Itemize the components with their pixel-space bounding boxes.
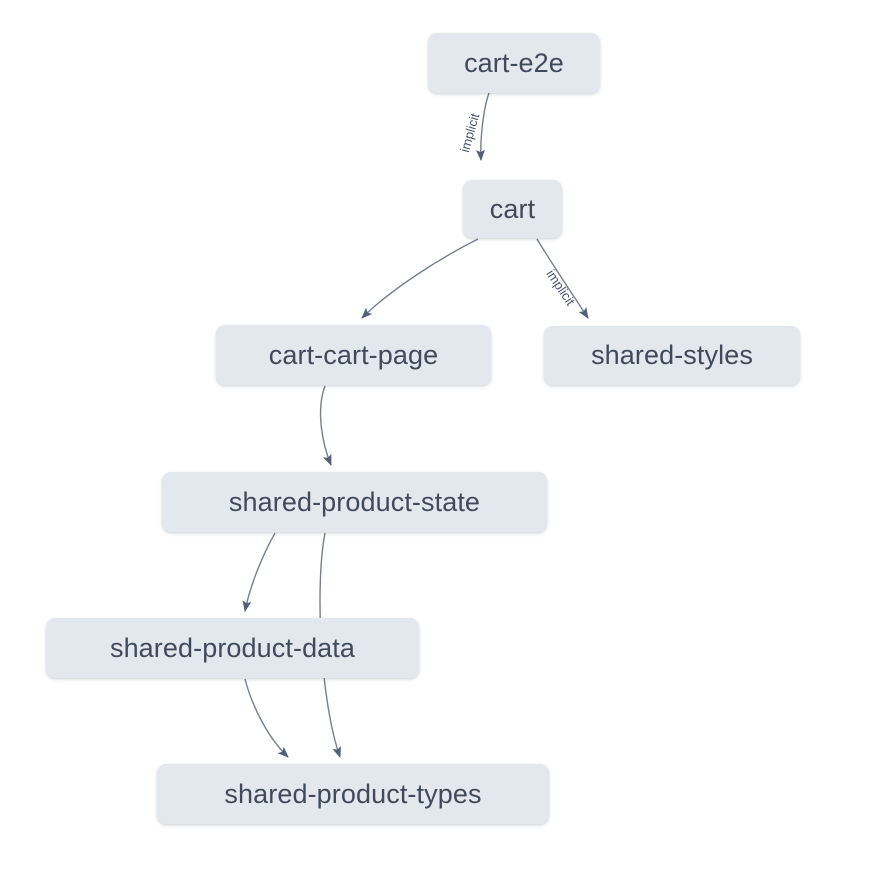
graph-edge-cart-cart-page-to-shared-product-state	[319, 385, 332, 467]
graph-node-cart-e2e[interactable]: cart-e2e	[428, 33, 600, 93]
graph-node-shared-product-data[interactable]: shared-product-data	[46, 618, 419, 678]
graph-edge-label: implicit	[457, 111, 482, 154]
graph-edge-label: implicit	[543, 267, 578, 309]
graph-node-label: shared-product-state	[228, 486, 481, 517]
graph-node-label: shared-styles	[591, 340, 753, 370]
graph-node-shared-product-types[interactable]: shared-product-types	[157, 764, 549, 824]
graph-node-label: cart-cart-page	[268, 339, 439, 370]
graph-node-shared-product-state[interactable]: shared-product-state	[162, 472, 547, 532]
graph-node-label: shared-product-data	[109, 632, 356, 663]
graph-node-cart[interactable]: cart	[463, 180, 562, 238]
graph-node-label: shared-product-types	[224, 778, 482, 809]
graph-edge-cart-to-cart-cart-page	[361, 238, 479, 319]
graph-node-label: cart	[489, 193, 536, 224]
graph-edge-cart-to-shared-styles	[536, 238, 589, 319]
graph-node-shared-styles[interactable]: shared-styles	[544, 326, 800, 385]
graph-node-cart-cart-page[interactable]: cart-cart-page	[216, 325, 491, 385]
graph-edge-shared-product-data-to-shared-product-types	[244, 678, 289, 758]
graph-edge-cart-e2e-to-cart	[476, 92, 490, 162]
graph-edge-shared-product-state-to-shared-product-data	[242, 532, 276, 613]
graph-node-label: cart-e2e	[464, 47, 564, 78]
